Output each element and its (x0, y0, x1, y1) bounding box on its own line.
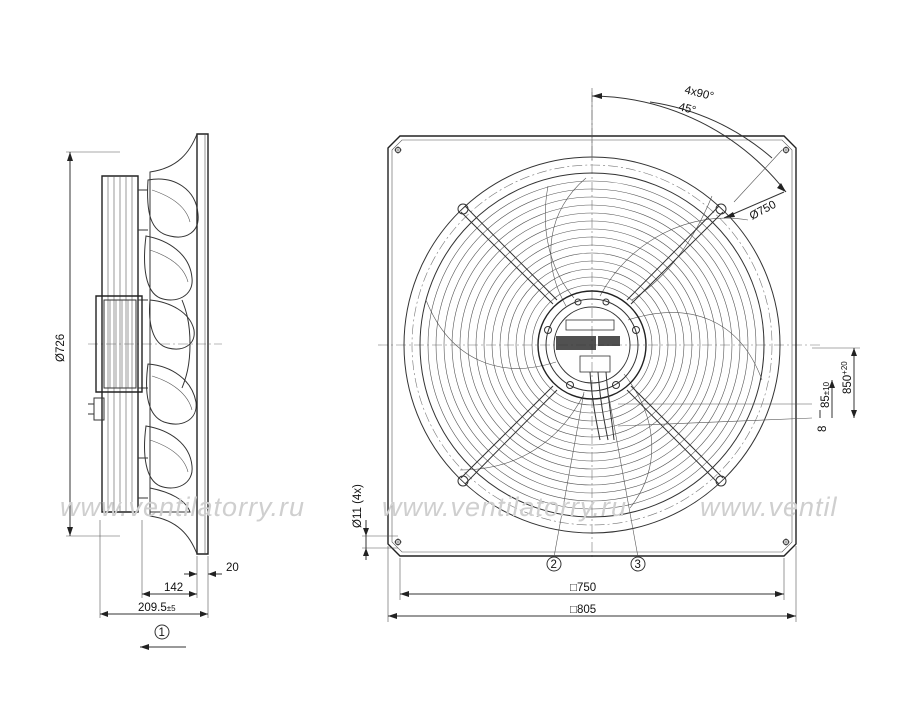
hole-circle-750 (411, 164, 773, 526)
svg-text:1: 1 (159, 627, 165, 639)
label-plate-20: 20 (226, 562, 239, 574)
dim-cable: 850+20 85±10 8 (812, 347, 860, 432)
side-motor (88, 175, 148, 513)
label-hole-circle-750: Ø750 (748, 199, 778, 223)
rating-plate (565, 319, 615, 331)
cables (589, 371, 813, 441)
side-view: Ø726 20 142 209.5±5 (55, 133, 239, 650)
side-mounting-plate (196, 133, 209, 555)
label-end-8: 8 (817, 426, 829, 432)
label-diameter-726: Ø726 (55, 334, 67, 362)
label-cable-850: 850+20 (840, 361, 854, 394)
dim-side-bottom: 20 142 209.5±5 (99, 520, 239, 618)
label-hole-11: Ø11 (4x) (352, 484, 364, 528)
guard-grille (427, 180, 757, 510)
dim-square: □750 □805 (387, 546, 797, 622)
callout-1: 1 (140, 624, 186, 650)
callout-2: 2 (546, 391, 585, 572)
side-inlet-ring (149, 133, 198, 555)
corner-holes (394, 146, 790, 546)
side-blades (144, 178, 199, 513)
watermark: www.ventilatorry.ru www.ventilatorry.ru … (60, 492, 838, 522)
support-struts (457, 203, 727, 487)
motor-hub (537, 290, 647, 400)
dim-diameter-726: Ø726 (55, 151, 120, 537)
svg-text:3: 3 (635, 559, 641, 571)
label-depth-209: 209.5±5 (138, 602, 176, 614)
dim-angles: 4x90° 45° (591, 84, 787, 203)
dim-hole-11: Ø11 (4x) (352, 484, 398, 560)
terminal-box (556, 336, 596, 350)
svg-text:2: 2 (551, 559, 557, 571)
watermark-text-3: www.ventil (700, 492, 838, 522)
label-square-750: □750 (570, 582, 596, 594)
watermark-text-2: www.ventilatorry.ru (382, 492, 627, 522)
label-angle-holes: 4x90° (683, 84, 715, 103)
label-angle-offset: 45° (677, 101, 697, 117)
watermark-text-1: www.ventilatorry.ru (60, 492, 305, 522)
callout-3: 3 (607, 391, 646, 572)
label-strip-85: 85±10 (820, 381, 832, 408)
label-depth-142: 142 (164, 582, 183, 594)
label-square-805: □805 (570, 604, 596, 616)
front-view: 4x90° 45° Ø750 Ø11 (4x) 850+20 (352, 84, 860, 622)
